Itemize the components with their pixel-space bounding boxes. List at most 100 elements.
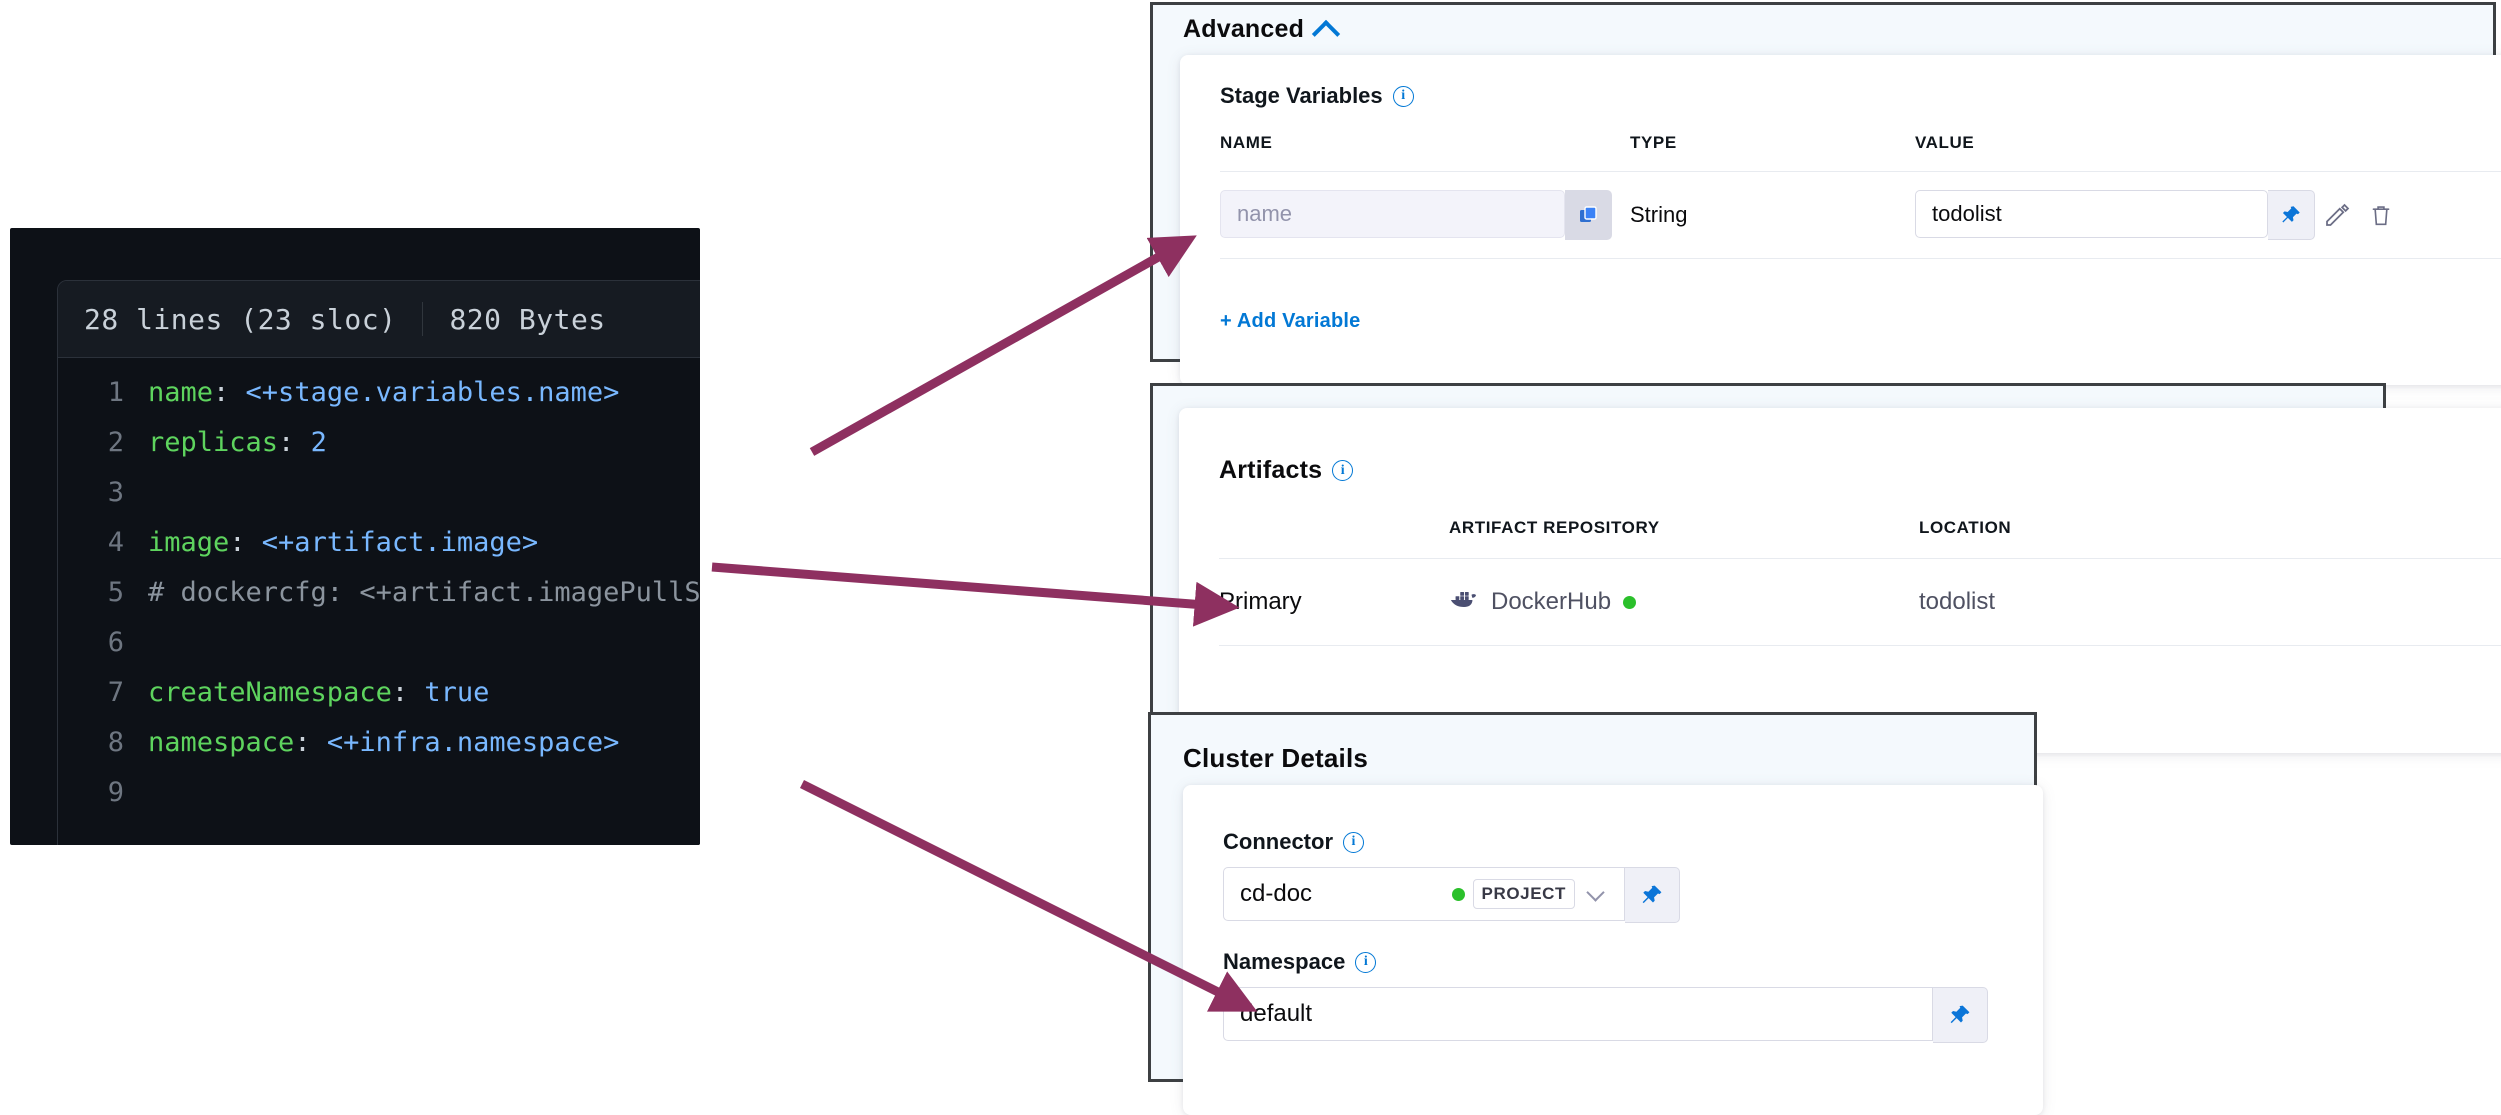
namespace-pin-icon[interactable] <box>1933 987 1988 1043</box>
arrow-name-variable <box>809 235 1197 456</box>
code-line: 4 image: <+artifact.image> <box>58 518 700 568</box>
code-viewer: 28 lines (23 sloc) 820 Bytes 1 name: <+st… <box>10 228 700 845</box>
connector-label-row: Connector i <box>1223 829 2003 855</box>
connector-pin-icon[interactable] <box>1625 867 1680 923</box>
green-status-dot <box>1623 595 1637 609</box>
code-line-count: 28 lines (23 sloc) <box>84 302 397 336</box>
variable-value-input[interactable]: todolist <box>1915 190 2268 238</box>
code-line-text: namespace: <+infra.namespace> <box>148 727 620 758</box>
stage-variables-table: NAME TYPE VALUE name <box>1220 133 2501 259</box>
column-header-location: LOCATION <box>1919 518 2012 537</box>
info-icon[interactable]: i <box>1332 460 1354 481</box>
arrow-artifact-image <box>711 562 1240 627</box>
variable-value-text: todolist <box>1932 201 2002 226</box>
column-header-blank <box>1219 518 1449 538</box>
variable-name-placeholder: name <box>1237 201 1293 226</box>
code-line-number: 8 <box>107 727 124 758</box>
code-line-number: 5 <box>107 577 124 608</box>
docker-icon <box>1449 587 1479 618</box>
green-status-dot <box>1451 887 1465 901</box>
code-line-text: createNamespace: true <box>148 677 490 708</box>
variable-value-cell: todolist <box>1915 190 2315 240</box>
connector-select[interactable]: cd-doc PROJECT <box>1223 867 1625 921</box>
connector-label: Connector <box>1223 829 1333 854</box>
code-line-number: 2 <box>107 427 124 458</box>
connector-scope-badge: PROJECT <box>1472 879 1575 909</box>
code-line: 9 <box>58 768 700 818</box>
code-line-text: image: <+artifact.image> <box>148 527 539 558</box>
table-header-row: ARTIFACT REPOSITORY LOCATION <box>1219 518 2501 558</box>
code-file-size: 820 Bytes <box>449 302 606 336</box>
table-header-row: NAME TYPE VALUE <box>1220 133 2501 171</box>
code-line: 1 name: <+stage.variables.name> <box>58 368 700 418</box>
artifact-location-cell: todolist <box>1919 588 1996 615</box>
stage-variables-label-row: Stage Variables i <box>1220 83 2501 109</box>
info-icon[interactable]: i <box>1343 831 1364 853</box>
namespace-value: default <box>1240 1000 1313 1027</box>
chevron-up-icon[interactable] <box>1311 19 1341 48</box>
stage-variables-card: Stage Variables i NAME TYPE VALUE name <box>1180 55 2501 385</box>
divider <box>1220 171 2501 172</box>
add-variable-button[interactable]: + Add Variable <box>1220 310 1361 332</box>
variable-name-input[interactable]: name <box>1220 190 1565 238</box>
namespace-field: Namespace i default <box>1223 949 2003 1043</box>
artifacts-card: Artifacts i ARTIFACT REPOSITORY LOCATION… <box>1179 408 2501 753</box>
edit-variable-button[interactable] <box>2315 193 2359 237</box>
copy-icon[interactable] <box>1565 190 1612 240</box>
cluster-details-title: Cluster Details <box>1183 743 1369 773</box>
artifact-repository-name: DockerHub <box>1491 588 1612 615</box>
code-line-number: 3 <box>107 477 124 508</box>
artifacts-label-row: Artifacts i <box>1219 456 1354 485</box>
connector-input-row: cd-doc PROJECT <box>1223 867 2003 923</box>
column-header-type: TYPE <box>1630 133 1677 152</box>
divider <box>1220 258 2501 259</box>
code-line: 5 # dockercfg: <+artifact.imagePullSecret… <box>58 568 700 618</box>
cluster-details-panel: Cluster Details Connector i cd-doc PROJE… <box>1148 712 2043 1115</box>
artifacts-title: Artifacts <box>1219 456 1323 484</box>
divider <box>422 302 424 336</box>
cluster-details-card: Connector i cd-doc PROJECT Names <box>1183 785 2043 1115</box>
namespace-label: Namespace <box>1223 949 1346 974</box>
namespace-input[interactable]: default <box>1223 987 1933 1041</box>
column-header-name: NAME <box>1220 133 1273 152</box>
code-line-text: # dockercfg: <+artifact.imagePullSecret> <box>148 577 700 608</box>
code-line: 6 <box>58 618 700 668</box>
divider <box>1219 558 2501 559</box>
namespace-label-row: Namespace i <box>1223 949 2003 975</box>
artifact-repository-cell: DockerHub <box>1449 587 1919 618</box>
divider <box>1219 645 2501 646</box>
variable-name-cell: name <box>1220 190 1630 240</box>
connector-field: Connector i cd-doc PROJECT <box>1223 829 2003 923</box>
code-file-meta-bar: 28 lines (23 sloc) 820 Bytes <box>58 281 700 358</box>
artifacts-table: ARTIFACT REPOSITORY LOCATION Primary <box>1219 518 2501 646</box>
chevron-down-icon[interactable] <box>1586 882 1605 902</box>
connector-value: cd-doc <box>1240 880 1313 907</box>
code-line: 7 createNamespace: true <box>58 668 700 718</box>
code-line-text: name: <+stage.variables.name> <box>148 377 620 408</box>
advanced-section-header[interactable]: Advanced <box>1183 15 1341 48</box>
code-line: 3 <box>58 468 700 518</box>
namespace-input-row: default <box>1223 987 2003 1043</box>
code-line-number: 7 <box>107 677 124 708</box>
advanced-title: Advanced <box>1183 15 1305 43</box>
code-line-number: 1 <box>107 377 124 408</box>
artifact-name-cell: Primary <box>1219 588 1302 615</box>
column-header-value: VALUE <box>1915 133 1975 152</box>
code-line-number: 9 <box>107 777 124 808</box>
delete-variable-button[interactable] <box>2359 193 2403 237</box>
code-line-number: 6 <box>107 627 124 658</box>
column-header-artifact-repository: ARTIFACT REPOSITORY <box>1449 518 1660 537</box>
table-row: name String todolist <box>1220 172 2501 258</box>
pin-icon[interactable] <box>2268 190 2315 240</box>
stage-variables-label: Stage Variables <box>1220 83 1383 108</box>
info-icon[interactable]: i <box>1355 951 1377 973</box>
advanced-panel: Advanced Stage Variables i NAME TYPE VAL… <box>1150 2 2501 385</box>
code-file-card: 28 lines (23 sloc) 820 Bytes 1 name: <+st… <box>57 280 700 845</box>
code-line-number: 4 <box>107 527 124 558</box>
table-row: Primary <box>1219 559 2501 645</box>
variable-type-cell: String <box>1630 202 1688 227</box>
code-line: 8 namespace: <+infra.namespace> <box>58 718 700 768</box>
info-icon[interactable]: i <box>1392 85 1414 107</box>
